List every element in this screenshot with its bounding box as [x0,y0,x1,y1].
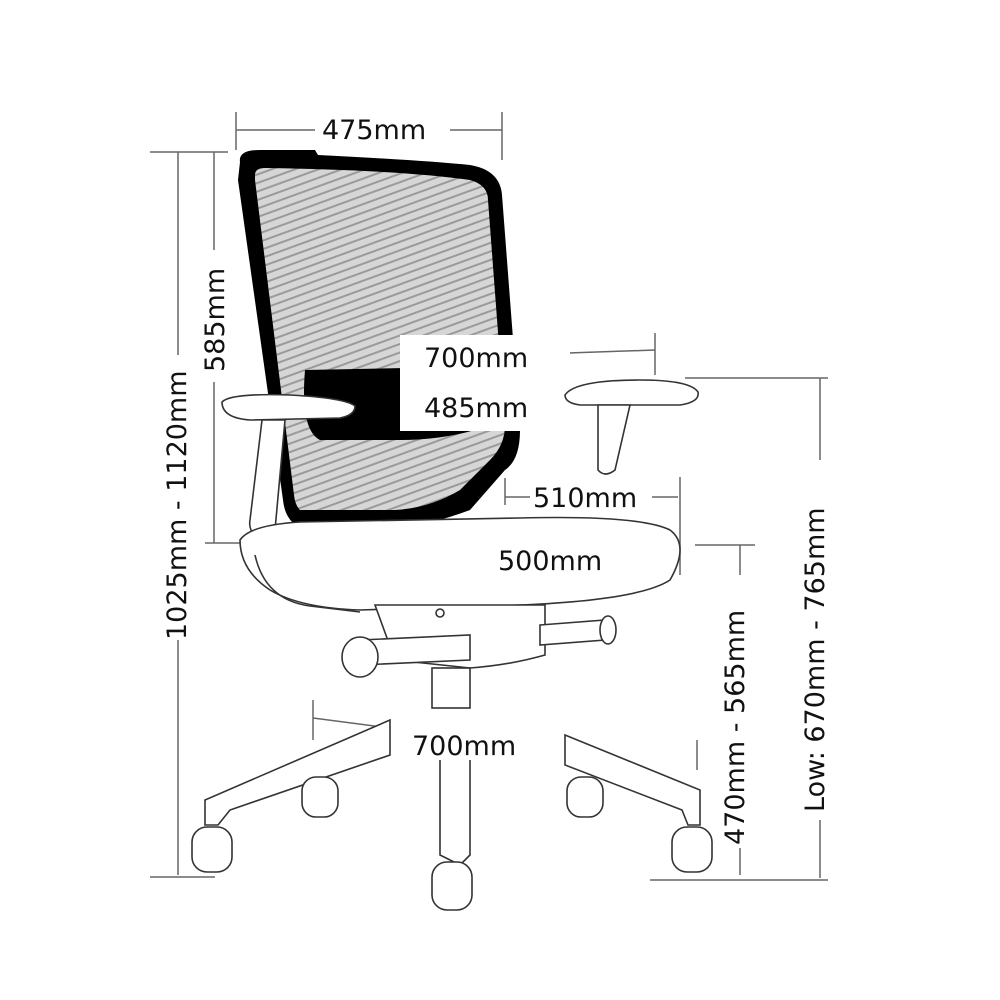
arm-height-label: Low: 670mm - 765mm [800,507,831,812]
base [191,718,713,911]
seat-depth-label: 510mm [533,483,638,514]
seat-width-label: 500mm [498,546,603,577]
seat-height-label: 470mm - 565mm [720,609,751,845]
backrest-width-label: 475mm [318,117,431,144]
mechanism [341,604,617,709]
backrest [238,150,570,528]
overall-height-label: 1025mm - 1120mm [162,370,193,640]
base-diameter-label: 700mm [408,733,521,760]
armrests [221,379,699,542]
backrest-height-label: 585mm [200,267,231,372]
dimension-lines [150,112,828,881]
seat [239,516,681,613]
overall-width-label: 700mm [424,343,529,374]
arm-width-label: 485mm [424,393,529,424]
